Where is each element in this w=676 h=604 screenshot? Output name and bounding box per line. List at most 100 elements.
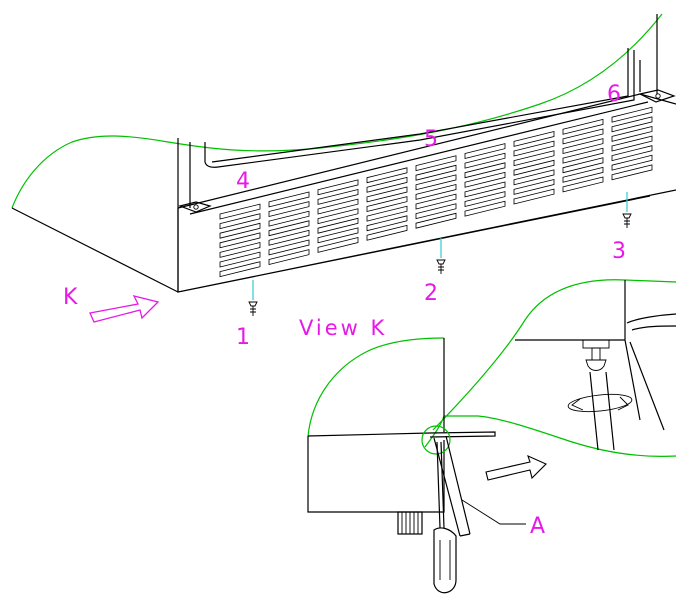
louvre-slot [562,138,604,154]
louvre-slot [513,178,555,195]
louvre-slot [268,229,310,246]
louvre-slot [464,191,506,207]
louvre-slot [415,164,457,181]
louvre-slot [513,159,555,176]
louvre-slot [366,215,408,232]
louvre-slot [562,128,604,145]
louvre-slot [513,140,555,157]
louvre-slot [464,171,506,188]
zoom-detail [515,280,676,451]
louvre-slot [415,212,457,229]
screw-1-icon [248,301,258,316]
louvre-slot [611,116,653,133]
part-a-leader [461,499,526,525]
louvre-slot [219,251,261,268]
label-part-a: A [530,514,545,539]
louvre-slot [219,232,261,249]
louvre-slot [562,166,604,183]
label-screw-2: 2 [424,281,438,306]
louvre-slot [317,227,359,244]
louvre-slot [219,213,261,230]
louvre-slot [415,203,457,220]
louvre-slot [513,169,555,186]
grille-louvres [219,106,653,278]
louvre-slot [219,222,261,239]
louvre-slot [464,143,506,159]
louvre-slot [562,157,604,174]
label-part-4: 4 [236,169,250,194]
louvre-slot [513,130,555,147]
grille-front-face [177,189,676,293]
louvre-slot [317,237,359,253]
louvre-slot [366,205,408,222]
label-screw-3: 3 [612,239,626,264]
detail-break-line [307,279,676,457]
louvre-slot [366,167,408,184]
louvre-slot [366,224,408,241]
right-bracket-hole [655,93,661,99]
screw-2 [436,238,446,274]
louvre-slot [415,174,457,191]
louvre-slot [562,176,604,193]
louvre-slot [366,186,408,203]
door-frame-bottom [204,48,635,168]
detail-grille-plate [433,435,471,537]
louvre-slot [268,201,310,218]
louvre-slot [611,135,653,152]
louvre-slot [415,155,457,172]
screw-3-icon [622,213,632,228]
louvre-slot [317,189,359,205]
louvre-slot [317,217,359,234]
louvre-slot [219,242,261,258]
detail-view-k [307,279,676,594]
label-k: K [63,285,78,310]
louvre-slot [219,203,261,220]
right-corner-bracket [638,89,676,103]
label-screw-1: 1 [236,325,250,350]
louvre-slot [562,147,604,164]
pull-direction-arrow-icon [485,454,547,481]
screw-1 [248,280,258,316]
louvre-slot [268,239,310,256]
louvre-slot [562,118,604,135]
louvre-slot [464,181,506,198]
louvre-slot [366,176,408,193]
louvre-slot [513,188,555,205]
louvre-slot [268,210,310,227]
louvre-slot [219,261,261,278]
louvre-slot [464,152,506,169]
louvre-slot [464,162,506,179]
left-corner-bracket [177,201,212,213]
louvre-slot [268,191,310,208]
louvre-slot [366,196,408,213]
louvre-slot [611,106,653,123]
cabinet-side-edges [189,14,658,208]
louvre-slot [268,220,310,237]
leveling-foot [397,511,423,535]
louvre-slot [268,249,310,266]
louvre-slot [611,125,653,142]
cabinet-left-side [11,138,179,293]
louvre-slot [464,200,506,217]
louvre-slot [317,179,359,196]
louvre-slot [415,193,457,210]
louvre-slot [611,145,653,162]
cabinet-base-view [11,13,676,293]
screwdriver-icon [433,441,457,594]
view-k-arrow-icon [89,295,160,323]
label-part-5: 5 [424,127,438,152]
louvre-slot [415,183,457,200]
label-view-k: View K [299,316,387,340]
cabinet-break-line [11,13,663,209]
louvre-slot [611,154,653,171]
detail-cabinet-outline [307,338,496,513]
detail-zoom-circle [421,425,451,455]
louvre-slot [317,208,359,225]
louvre-slot [317,198,359,215]
screw-3 [622,192,632,228]
left-bracket-hole [193,204,199,210]
label-part-6: 6 [607,82,621,107]
screw-2-icon [436,259,446,274]
louvre-slot [611,164,653,181]
